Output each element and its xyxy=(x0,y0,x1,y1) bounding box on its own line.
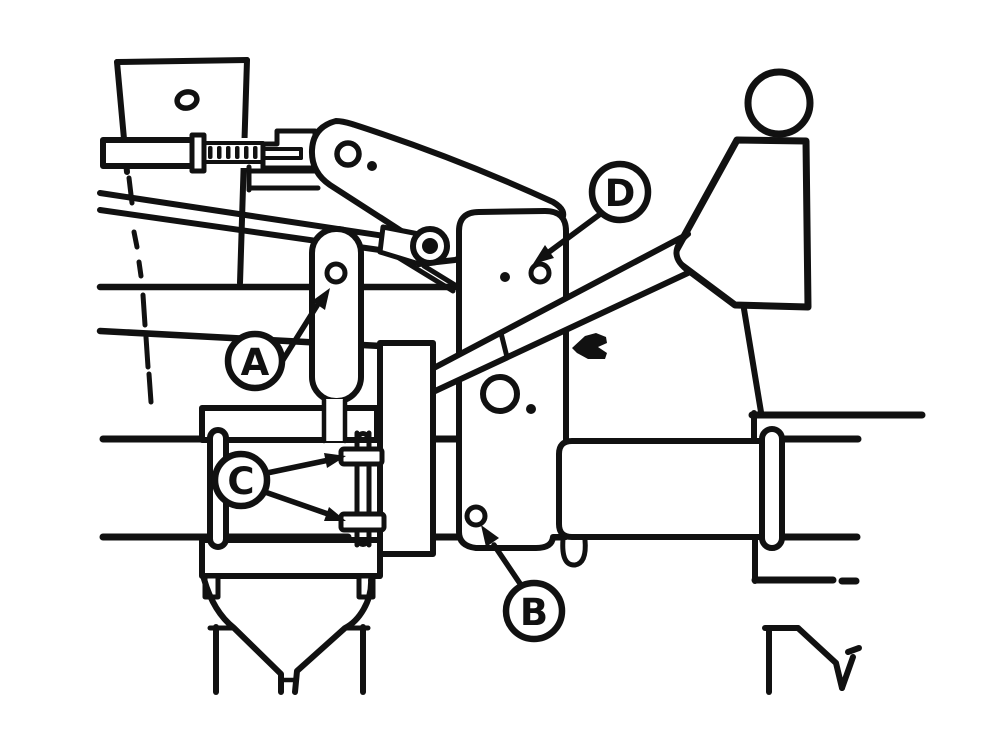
bolt-lower xyxy=(338,511,387,533)
callout-d-leader xyxy=(546,209,606,255)
callout-b-leader xyxy=(491,542,526,591)
callout-d-arrowhead xyxy=(533,245,554,264)
callout-b-arrowhead xyxy=(481,525,499,547)
spring-coils xyxy=(208,146,258,159)
callout-b-circle xyxy=(502,579,566,643)
rod xyxy=(100,137,198,169)
callout-c-label: C xyxy=(227,460,254,503)
press-wheel xyxy=(744,68,814,138)
callout-a-circle xyxy=(224,330,286,392)
clamp-top-plate xyxy=(199,405,380,443)
shank-strap xyxy=(377,340,436,557)
callout-a: A xyxy=(224,288,330,392)
link-stem xyxy=(321,397,348,444)
mount-plate-hole xyxy=(174,89,200,111)
pivot-joint xyxy=(377,224,471,296)
callout-c-circle xyxy=(211,450,271,510)
direction-arrow-marker xyxy=(572,333,607,359)
hopper xyxy=(668,136,812,311)
arm-hole xyxy=(334,140,362,168)
callout-a-label: A xyxy=(241,341,270,384)
clamp-bottom-plate xyxy=(199,537,383,579)
callout-d-circle xyxy=(588,160,652,224)
callout-c-leader-upper xyxy=(264,457,332,476)
bracket-large-hole xyxy=(480,374,520,414)
bracket-lower-hook xyxy=(560,536,588,568)
hole-b xyxy=(464,504,488,528)
seed-boot-right xyxy=(762,625,862,695)
arm-dot xyxy=(367,161,377,171)
mount-plate xyxy=(114,57,250,286)
callout-c-arrowhead-lower xyxy=(324,507,346,521)
lift-tube xyxy=(427,231,693,395)
rod-end-cap xyxy=(189,132,207,174)
callout-b: B xyxy=(481,525,566,643)
callout-c-arrowhead-upper xyxy=(324,453,346,468)
spring-rod-assembly xyxy=(100,128,324,193)
hole-a xyxy=(324,261,348,285)
callout-d: D xyxy=(533,160,652,264)
callout-d-label: D xyxy=(605,172,636,215)
callout-b-label: B xyxy=(520,591,548,634)
seed-boot-left xyxy=(201,576,375,695)
hidden-edge-dashes xyxy=(126,175,154,405)
callout-c-leader-lower xyxy=(262,489,331,517)
hole-d xyxy=(528,261,552,285)
bracket-dot-lower xyxy=(526,404,536,414)
link-plate xyxy=(309,226,364,404)
callout-a-arrowhead xyxy=(312,288,330,310)
callout-c: C xyxy=(211,450,346,521)
bolt-upper xyxy=(338,446,385,467)
bracket-dot-upper xyxy=(500,272,510,282)
retaining-pin xyxy=(759,426,785,551)
support-bracket xyxy=(456,208,569,551)
toolbar-right-segment xyxy=(556,426,785,568)
